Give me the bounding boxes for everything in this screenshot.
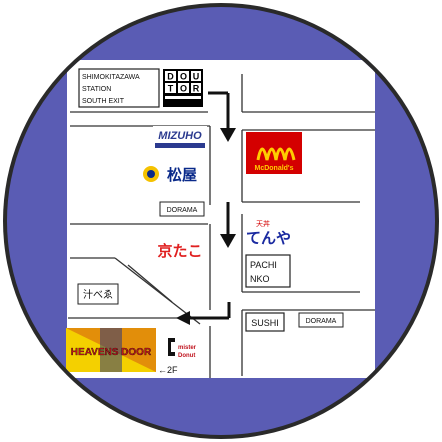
doutor-logo: D O U T O R [163, 69, 203, 107]
heavens-door-label: HEAVENS DOOR [71, 347, 152, 358]
shop-jp-text: 汁べゑ [83, 288, 113, 301]
pachinko-label: PACHI NKO [245, 254, 291, 288]
doutor-letter-3: U [193, 72, 200, 82]
doutor-letter-4: T [168, 84, 174, 94]
mcdonalds-label: McDonald's [254, 165, 293, 172]
station-line-1: SHIMOKITAZAWA [82, 74, 140, 81]
floor-note: ←2F [158, 365, 178, 375]
sushi-text: SUSHI [251, 318, 279, 328]
mizuho-bank-logo: MIZUHO [153, 126, 207, 152]
doutor-letter-2: O [180, 72, 187, 82]
station-line-3: SOUTH EXIT [82, 98, 125, 105]
mcdonalds-arches-icon [256, 147, 296, 161]
dorama-top-label: DORAMA [159, 201, 205, 217]
tenya-small-label: 天丼 [256, 219, 270, 228]
tenya-logo: 天丼 てんや [246, 219, 291, 247]
matsuya-label: 松屋 [167, 166, 197, 184]
matsuya-logo: 松屋 [143, 164, 206, 184]
heavens-door-logo: HEAVENS DOOR [66, 328, 156, 372]
route-arrow-3 [176, 302, 231, 325]
route-arrow-1 [208, 91, 236, 142]
route-arrow-2 [220, 202, 236, 248]
mizuho-label: MIZUHO [158, 130, 202, 142]
dorama-bottom-text: DORAMA [306, 318, 337, 325]
mister-donut-logo: mister Donut [164, 338, 206, 364]
doutor-letter-1: D [167, 72, 174, 82]
pachinko-line-1: PACHI [250, 260, 277, 270]
mister-donut-bracket-icon [168, 338, 175, 356]
station-label: SHIMOKITAZAWA STATION SOUTH EXIT [78, 68, 160, 108]
sushi-label: SUSHI [245, 312, 285, 332]
kyotako-label: 京たこ [157, 242, 202, 260]
mister-donut-line-2: Donut [178, 353, 195, 359]
dorama-bottom-label: DORAMA [298, 312, 344, 328]
dorama-top-text: DORAMA [167, 207, 198, 214]
shop-jp-label: 汁べゑ [77, 283, 119, 305]
mcdonalds-logo: McDonald's [246, 132, 302, 174]
doutor-letter-5: O [180, 84, 187, 94]
kyotako-logo: 京たこ [153, 240, 207, 260]
station-line-2: STATION [82, 86, 111, 93]
mister-donut-line-1: mister [178, 345, 197, 351]
doutor-letter-6: R [193, 84, 200, 94]
tenya-label: てんや [246, 229, 291, 247]
pachinko-line-2: NKO [250, 274, 270, 284]
